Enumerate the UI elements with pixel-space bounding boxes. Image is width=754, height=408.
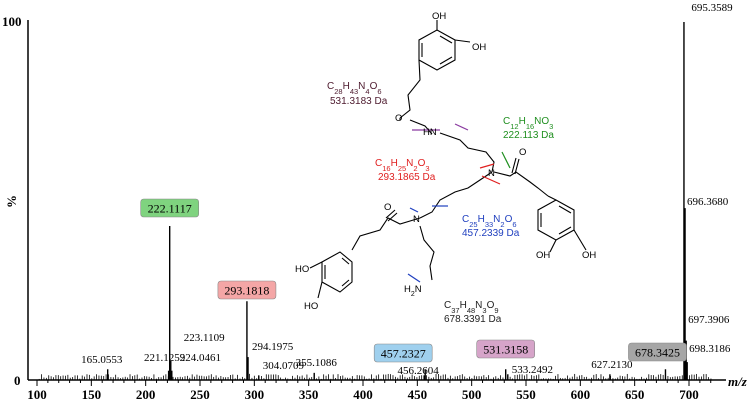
peak-label: 224.0461 (180, 352, 221, 364)
atom-o-upper: O (395, 113, 402, 124)
highlight-box (628, 342, 687, 362)
atom-ho-left-2: HO (304, 301, 318, 312)
peak-label: 456.2604 (398, 365, 440, 377)
highlighted-peak-label: 222.1117 (148, 202, 192, 216)
peak-label: 695.3589 (691, 2, 733, 14)
y-tick-100: 100 (2, 14, 22, 29)
major-ticks: 100 150 200 250 300 350 400 450 500 550 600 650 700 (27, 387, 699, 402)
highlight-box (140, 198, 199, 218)
peak-label: 294.1975 (252, 341, 294, 353)
peak-label: 697.3906 (688, 314, 730, 326)
highlighted-peak-label: 678.3425 (635, 346, 680, 360)
fragment-293-formula: C16H25N2O3 (375, 158, 430, 173)
x-tick-label: 200 (136, 387, 156, 402)
fragment-678-formula: C37H48N3O9 (444, 300, 499, 315)
highlight-box (217, 280, 277, 300)
peak-label: 165.0553 (81, 354, 123, 366)
benzene-ring-right (537, 199, 575, 241)
minor-ticks (36, 380, 712, 386)
x-tick-label: 100 (27, 387, 47, 402)
fragment-457-formula: C25H33N2O6 (462, 214, 517, 229)
x-tick-label: 350 (299, 387, 319, 402)
highlighted-peak-label: 457.2327 (381, 347, 426, 361)
peak-label: 627.2130 (591, 359, 633, 371)
peak-label: 304.0709 (263, 360, 305, 372)
peak-label: 221.1259 (144, 352, 186, 364)
y-axis-label: % (4, 195, 19, 208)
x-axis-label: m/z (728, 374, 748, 389)
atom-n-upper: N (488, 168, 495, 179)
fragment-531-mass: 531.3183 Da (330, 96, 388, 107)
x-tick-label: 650 (625, 387, 645, 402)
x-tick-label: 700 (679, 387, 699, 402)
atom-h2n: H2N (404, 284, 422, 298)
atom-oh-right-1: OH (536, 250, 550, 261)
benzene-ring-top (418, 29, 456, 71)
atom-oh-top-right: OH (472, 42, 486, 53)
peak-label: 355.1086 (296, 357, 338, 369)
fragment-222-mass: 222.113 Da (503, 130, 554, 141)
x-tick-label: 300 (245, 387, 265, 402)
y-tick-0: 0 (14, 373, 21, 388)
peak-label: 698.3186 (689, 343, 731, 355)
molecule-structure (309, 20, 587, 299)
highlight-boxes: 222.1117 293.1818 457.2327 531.3158 678.3425 (140, 198, 687, 363)
x-tick-label: 600 (571, 387, 591, 402)
fragment-457-mass: 457.2339 Da (462, 228, 520, 239)
peak-label: 696.3680 (687, 196, 729, 208)
atom-n-lower: N (413, 214, 420, 225)
benzene-ring-left (321, 251, 353, 293)
fragment-293-mass: 293.1865 Da (378, 172, 436, 183)
x-tick-label: 450 (408, 387, 428, 402)
x-tick-label: 250 (190, 387, 210, 402)
atom-o-lower: O (384, 202, 391, 213)
x-tick-label: 550 (516, 387, 536, 402)
atom-oh-right-2: OH (582, 250, 596, 261)
x-tick-label: 500 (462, 387, 482, 402)
atom-ho-left: HO (295, 264, 309, 275)
highlight-box (476, 339, 535, 359)
highlighted-peak-label: 293.1818 (224, 284, 269, 298)
highlight-box (373, 343, 433, 363)
x-tick-label: 400 (353, 387, 373, 402)
atom-o-right: O (519, 147, 526, 158)
peak-labels: 165.0553 221.1259 223.1109 224.0461 294.1975… (81, 2, 733, 377)
peak-label: 533.2492 (512, 364, 553, 376)
fragment-222-formula: C12H16NO3 (503, 116, 553, 131)
atom-hn: HN (423, 127, 437, 138)
peak-label: 223.1109 (184, 332, 225, 344)
highlighted-peak-label: 531.3158 (483, 343, 528, 357)
fragment-678-mass: 678.3391 Da (444, 314, 502, 325)
atom-oh-top: OH (432, 11, 446, 22)
fragment-531-formula: C28H43N4O6 (327, 81, 382, 96)
x-tick-label: 150 (82, 387, 102, 402)
